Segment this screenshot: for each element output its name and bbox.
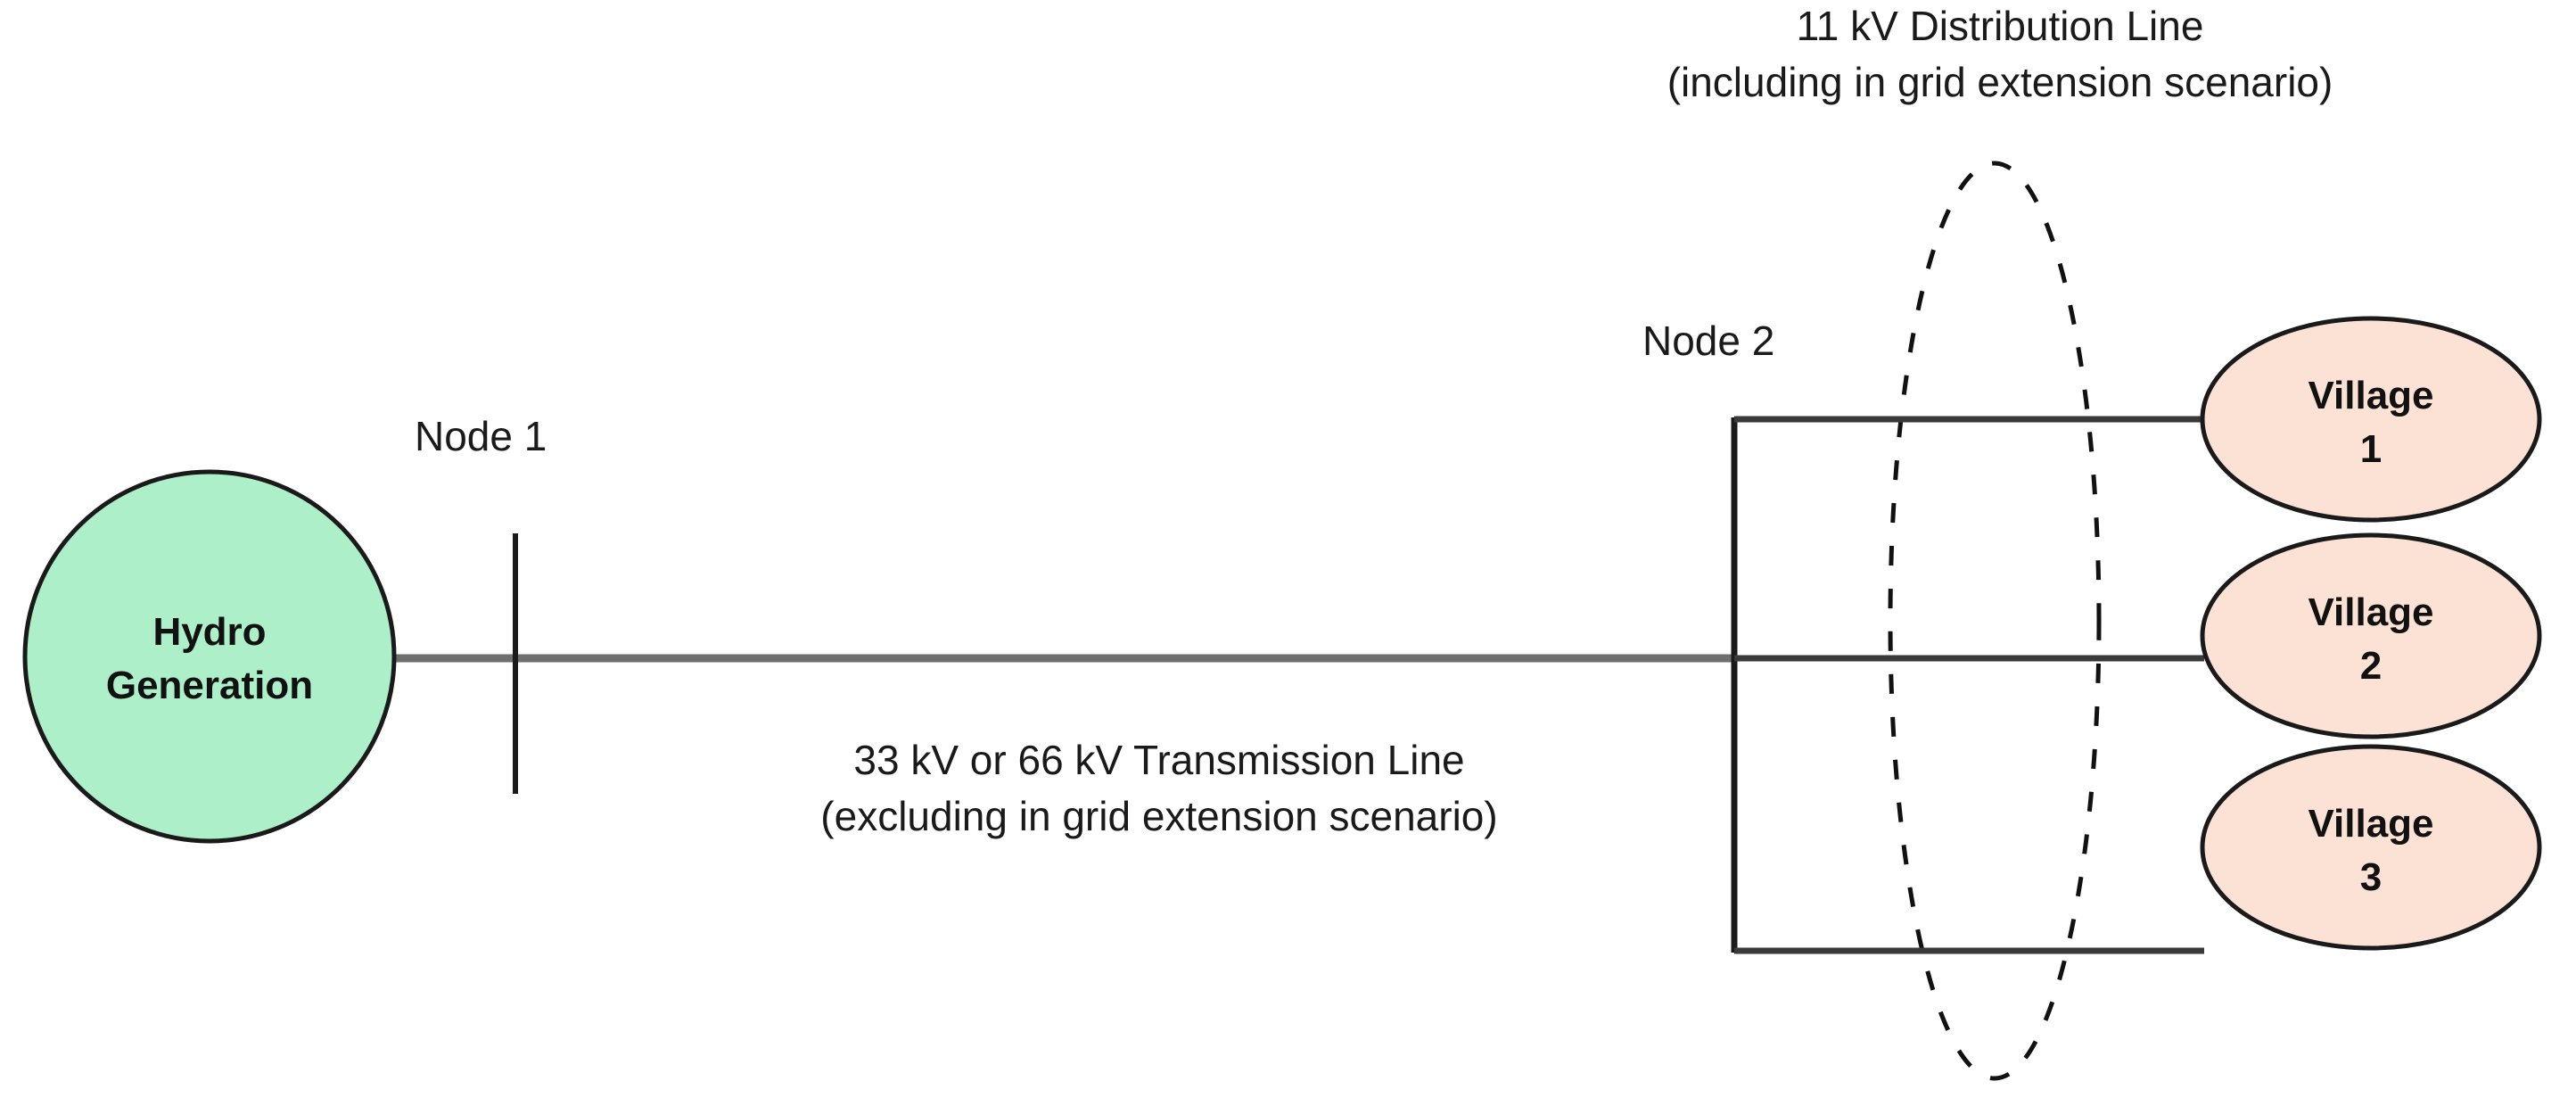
village-2-label-line1: Village (2308, 590, 2433, 634)
node-2-label: Node 2 (1642, 318, 1774, 364)
village-1-label-line1: Village (2308, 374, 2433, 417)
village-2-label-line2: 2 (2360, 644, 2382, 688)
village-3-label-line2: 3 (2360, 855, 2382, 899)
distribution-boundary-dashed-ellipse (1888, 161, 2102, 1081)
village-3-label-line1: Village (2308, 802, 2433, 846)
node-1-label: Node 1 (415, 413, 547, 459)
distribution-line-label-line1: 11 kV Distribution Line (1797, 3, 2204, 49)
village-3-shape[interactable] (2200, 744, 2542, 951)
village-1-shape[interactable] (2200, 316, 2542, 523)
distribution-line-label-line2: (including in grid extension scenario) (1667, 59, 2333, 105)
hydro-generation-label-line1: Hydro (152, 610, 266, 654)
village-1-label-line2: 1 (2360, 427, 2382, 471)
transmission-line-label-line1: 33 kV or 66 kV Transmission Line (853, 737, 1464, 783)
transmission-line-label-line2: (excluding in grid extension scenario) (820, 793, 1497, 839)
village-2-shape[interactable] (2200, 532, 2542, 739)
hydro-generation-shape[interactable] (22, 469, 397, 844)
hydro-generation-label-line2: Generation (106, 664, 313, 707)
